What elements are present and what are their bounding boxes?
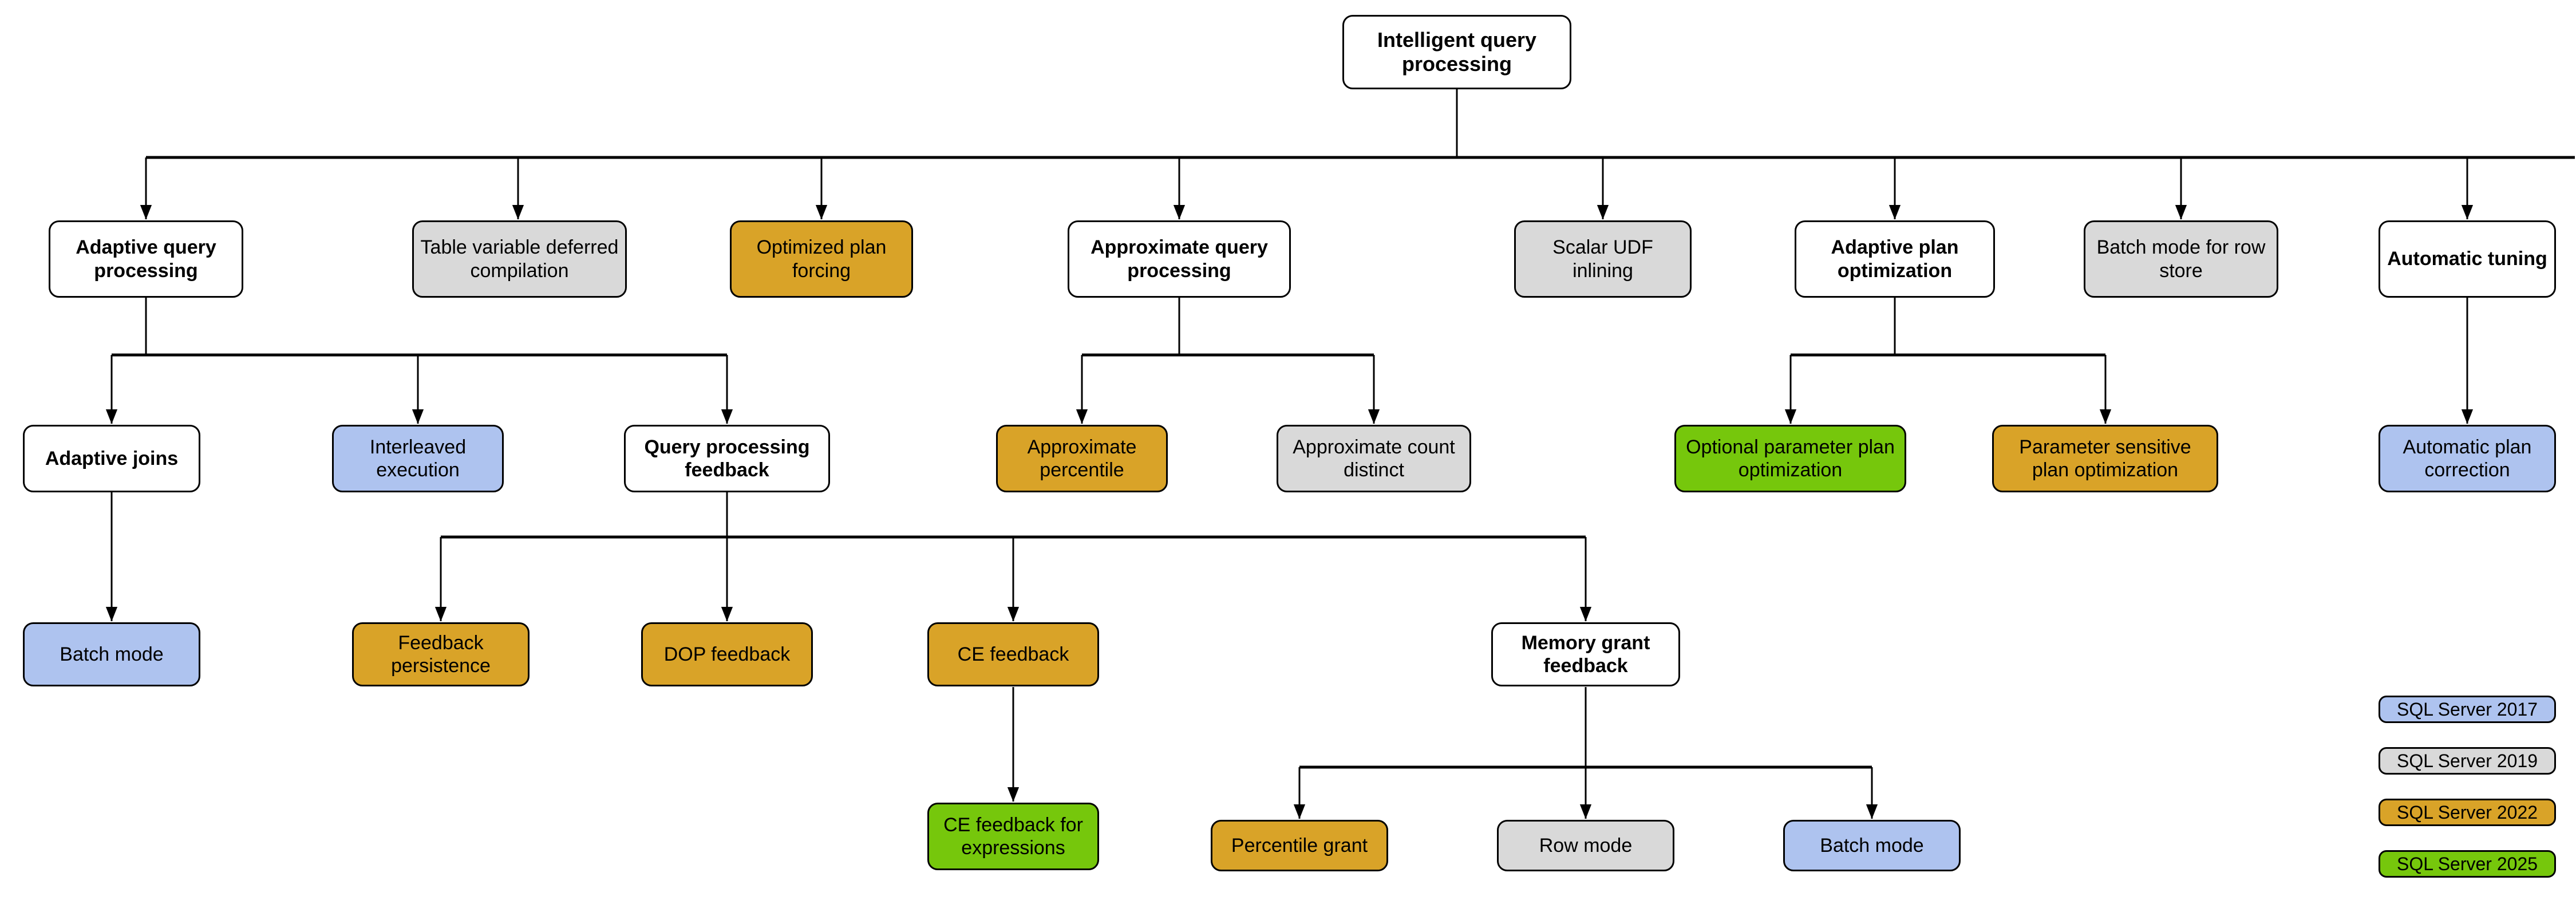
node-intelligent-query-processing[interactable]: Intelligent query processing (1342, 15, 1571, 89)
node-batch-mode-adaptive-joins[interactable]: Batch mode (23, 622, 200, 686)
node-adaptive-plan-optimization[interactable]: Adaptive plan optimization (1795, 220, 1995, 298)
node-row-mode[interactable]: Row mode (1497, 820, 1674, 871)
node-feedback-persistence[interactable]: Feedback persistence (352, 622, 530, 686)
node-automatic-plan-correction[interactable]: Automatic plan correction (2379, 425, 2556, 492)
node-automatic-tuning[interactable]: Automatic tuning (2379, 220, 2556, 298)
node-adaptive-query-processing[interactable]: Adaptive query processing (49, 220, 243, 298)
node-query-processing-feedback[interactable]: Query processing feedback (624, 425, 830, 492)
node-ce-feedback-for-expressions[interactable]: CE feedback for expressions (927, 803, 1099, 870)
legend-sql-server-2025[interactable]: SQL Server 2025 (2379, 850, 2556, 878)
node-adaptive-joins[interactable]: Adaptive joins (23, 425, 200, 492)
node-approximate-count-distinct[interactable]: Approximate count distinct (1277, 425, 1471, 492)
node-ce-feedback[interactable]: CE feedback (927, 622, 1099, 686)
legend-sql-server-2017[interactable]: SQL Server 2017 (2379, 696, 2556, 723)
node-interleaved-execution[interactable]: Interleaved execution (332, 425, 504, 492)
node-memory-grant-feedback[interactable]: Memory grant feedback (1491, 622, 1680, 686)
legend-sql-server-2019[interactable]: SQL Server 2019 (2379, 747, 2556, 775)
node-approximate-percentile[interactable]: Approximate percentile (996, 425, 1168, 492)
node-batch-mode-for-row-store[interactable]: Batch mode for row store (2084, 220, 2278, 298)
node-batch-mode-memory-grant[interactable]: Batch mode (1783, 820, 1961, 871)
node-dop-feedback[interactable]: DOP feedback (641, 622, 813, 686)
node-optimized-plan-forcing[interactable]: Optimized plan forcing (730, 220, 913, 298)
node-table-variable-deferred-compilation[interactable]: Table variable deferred compilation (412, 220, 627, 298)
node-scalar-udf-inlining[interactable]: Scalar UDF inlining (1514, 220, 1692, 298)
node-parameter-sensitive-plan-optimization[interactable]: Parameter sensitive plan optimization (1992, 425, 2218, 492)
node-optional-parameter-plan-optimization[interactable]: Optional parameter plan optimization (1674, 425, 1906, 492)
node-approximate-query-processing[interactable]: Approximate query processing (1068, 220, 1291, 298)
legend-sql-server-2022[interactable]: SQL Server 2022 (2379, 799, 2556, 826)
node-percentile-grant[interactable]: Percentile grant (1211, 820, 1388, 871)
